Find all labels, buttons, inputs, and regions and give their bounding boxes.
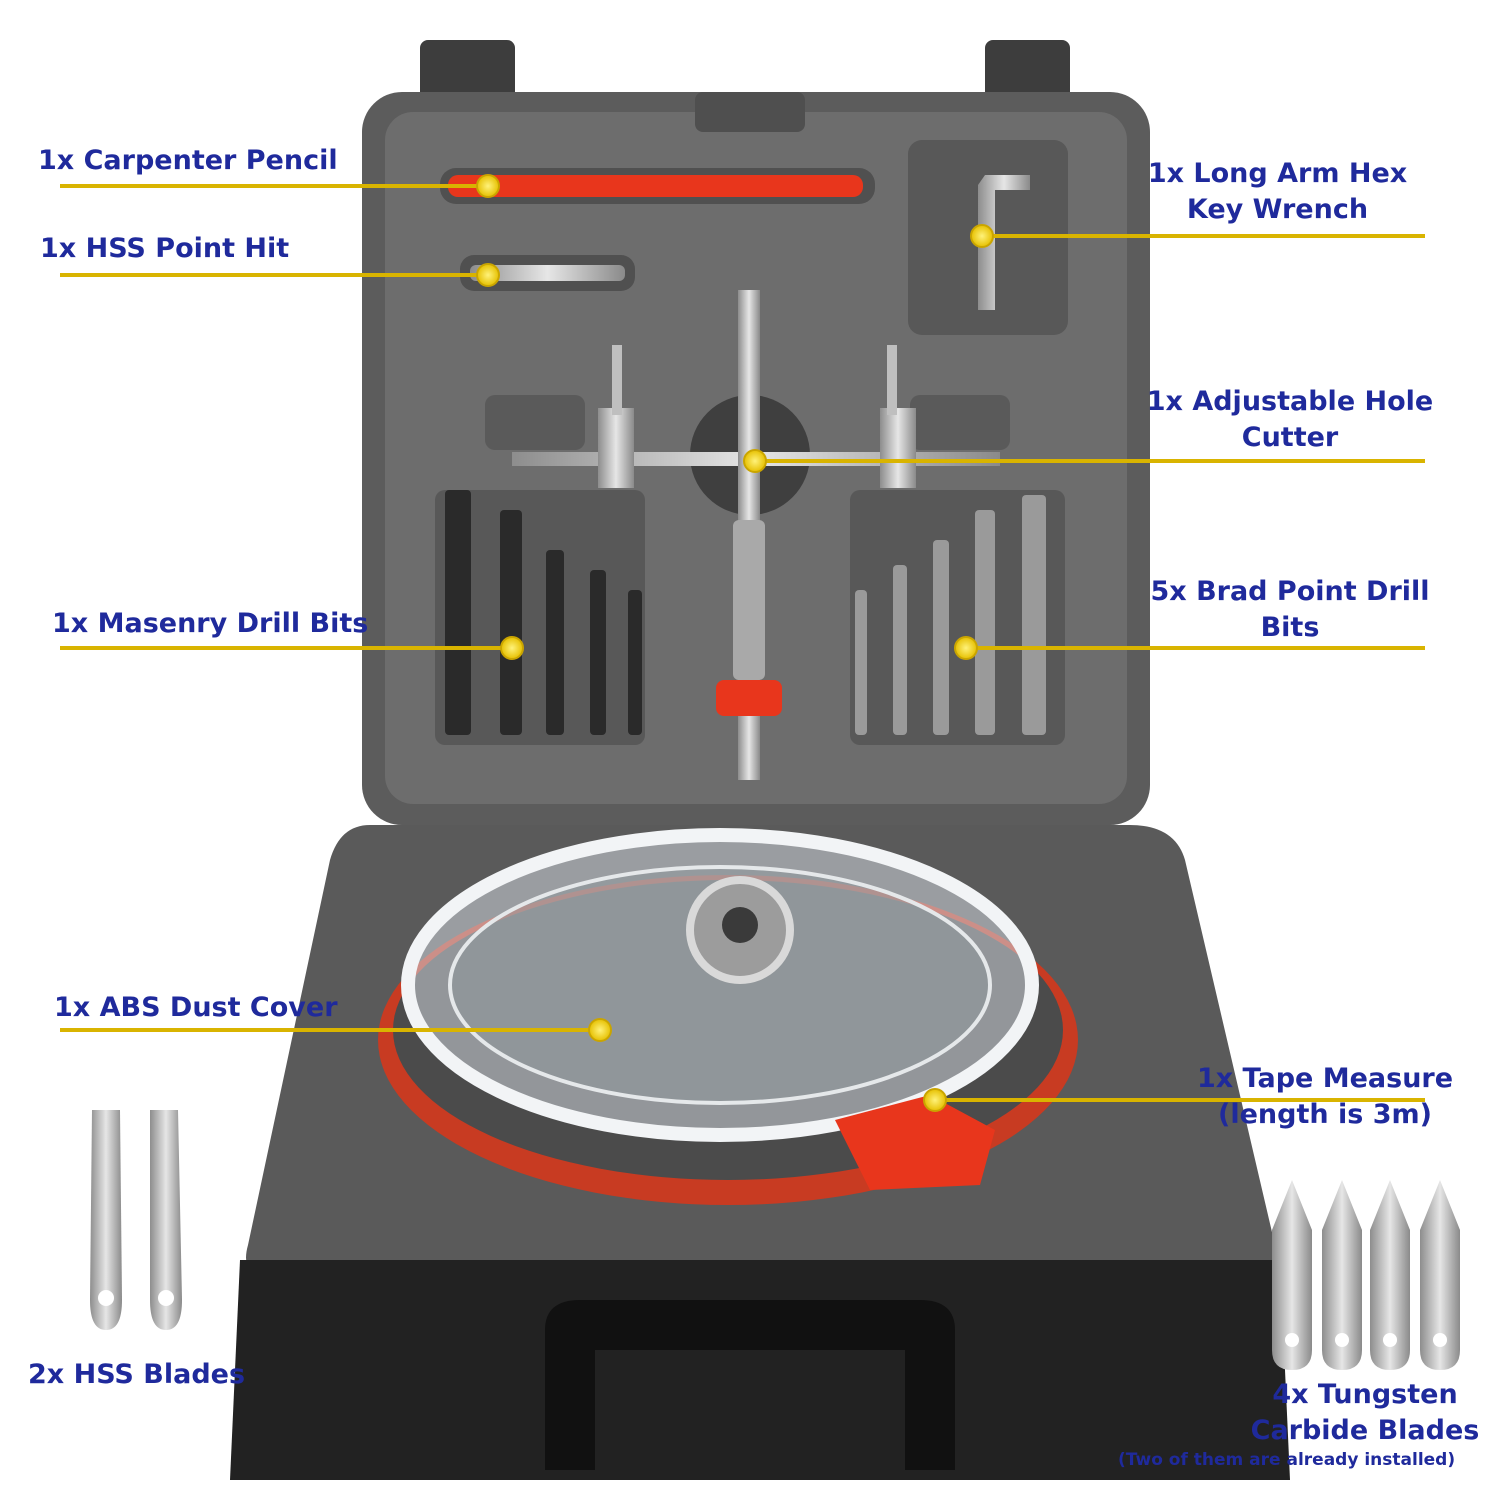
label-hex-key-line1: 1x Long Arm Hex xyxy=(1147,158,1408,189)
cutter-pocket-right xyxy=(910,395,1010,450)
cutter-arm-right xyxy=(880,408,916,488)
leader-lines xyxy=(60,184,1425,1102)
abs-dust-cover xyxy=(401,828,1039,1142)
label-brad-point-line2: Bits xyxy=(1260,612,1320,643)
label-tape-line2: (length is 3m) xyxy=(1218,1099,1432,1130)
tungsten-blades-image xyxy=(1272,1180,1460,1370)
masonry-drill-bits xyxy=(445,490,642,735)
label-hss-blades: 2x HSS Blades xyxy=(28,1359,246,1390)
label-abs-dust-cover: 1x ABS Dust Cover xyxy=(54,992,338,1023)
label-brad-point-line1: 5x Brad Point Drill xyxy=(1150,576,1430,607)
case-handle xyxy=(545,1300,955,1470)
case-base-bottom xyxy=(230,1260,1290,1480)
label-tungsten-line2: Carbide Blades xyxy=(1250,1415,1480,1446)
cutter-spring xyxy=(733,520,765,680)
dust-cover-inner xyxy=(448,865,992,1105)
label-hex-key-line2: Key Wrench xyxy=(1186,194,1369,225)
label-tungsten-note: (Two of them are already installed) xyxy=(1118,1450,1456,1470)
cutter-blade-left xyxy=(612,345,622,415)
label-tungsten-line1: 4x Tungsten xyxy=(1272,1379,1458,1410)
hss-blades-image xyxy=(90,1110,182,1330)
carpenter-pencil xyxy=(448,175,863,197)
label-hole-cutter-line1: 1x Adjustable Hole xyxy=(1146,386,1434,417)
label-hss-point-hit: 1x HSS Point Hit xyxy=(40,233,290,264)
cutter-arm-left xyxy=(598,408,634,488)
hss-point-bit xyxy=(470,265,625,281)
lid-latch xyxy=(695,92,805,132)
label-masonry-drill-bits: 1x Masenry Drill Bits xyxy=(52,608,369,639)
label-tape-line1: 1x Tape Measure xyxy=(1196,1063,1454,1094)
tungsten-blade-holes xyxy=(1285,1333,1447,1347)
label-hole-cutter-line2: Cutter xyxy=(1241,422,1339,453)
cutter-pocket-left xyxy=(485,395,585,450)
tape-measure xyxy=(835,1095,995,1190)
cutter-blade-right xyxy=(887,345,897,415)
cutter-red-knob xyxy=(716,680,782,716)
brad-point-drill-bits xyxy=(855,495,1046,735)
marker-dots xyxy=(476,174,994,1112)
bearing-center xyxy=(722,907,758,943)
label-carpenter-pencil: 1x Carpenter Pencil xyxy=(38,145,338,176)
hex-key-wrench xyxy=(978,175,1030,310)
